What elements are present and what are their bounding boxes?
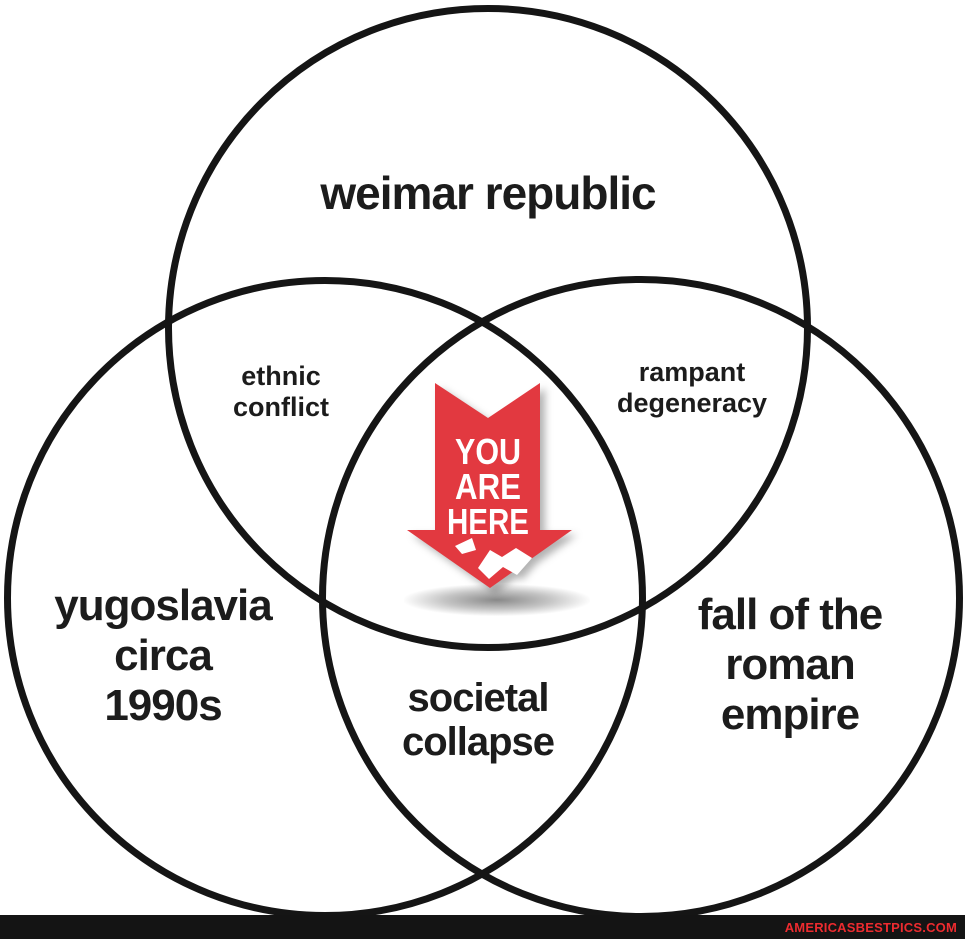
label-ethnic-conflict-line2: conflict <box>232 392 329 422</box>
label-societal-collapse-line2: collapse <box>401 720 555 764</box>
label-roman-empire-line1: fall of the <box>697 590 884 639</box>
down-arrow-shape <box>407 383 572 588</box>
label-societal-collapse-line1: societal <box>407 676 550 720</box>
label-yugoslavia: yugoslavia circa 1990s <box>13 581 313 731</box>
label-weimar-republic-text: weimar republic <box>320 167 656 219</box>
watermark-bar: AMERICASBESTPICS.COM <box>0 915 965 939</box>
label-rampant-degeneracy-line2: degeneracy <box>616 388 768 418</box>
label-yugoslavia-line2: circa <box>114 631 213 680</box>
arrow-ground-shadow <box>404 584 590 616</box>
watermark-text: AMERICASBESTPICS.COM <box>784 919 957 935</box>
marker-text-are: ARE <box>455 466 521 507</box>
label-ethnic-conflict: ethnic conflict <box>161 361 401 423</box>
marker-text-here: HERE <box>447 501 529 542</box>
label-rampant-degeneracy: rampant degeneracy <box>560 357 824 419</box>
label-roman-empire-line3: empire <box>720 690 860 739</box>
label-weimar-republic: weimar republic <box>165 168 811 218</box>
marker-text-you: YOU <box>455 431 521 472</box>
you-are-here-arrow-icon: YOU ARE HERE <box>407 383 572 588</box>
label-yugoslavia-line1: yugoslavia <box>54 581 272 630</box>
label-rampant-degeneracy-line1: rampant <box>638 357 746 387</box>
label-roman-empire-line2: roman <box>725 640 855 689</box>
label-yugoslavia-line3: 1990s <box>104 681 222 730</box>
label-societal-collapse: societal collapse <box>328 676 628 764</box>
label-roman-empire: fall of the roman empire <box>640 590 940 740</box>
folded-map-icon <box>455 538 532 579</box>
label-ethnic-conflict-line1: ethnic <box>241 361 321 391</box>
